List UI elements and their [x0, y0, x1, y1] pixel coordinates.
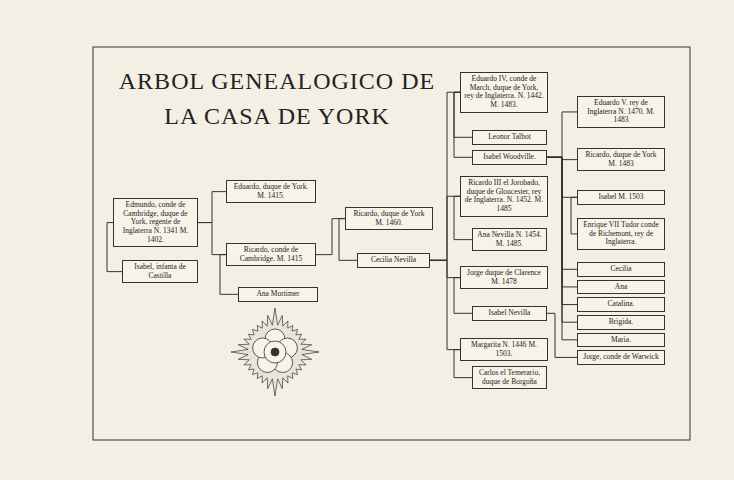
- family-link: [547, 313, 577, 357]
- person-name: Brigida.: [581, 318, 661, 327]
- person-box: Isabel Woodville.: [472, 150, 547, 165]
- person-name: Isabel, infanta de Castilla: [126, 263, 194, 280]
- person-box: Brigida.: [577, 315, 665, 330]
- tudor-rose: [231, 308, 319, 396]
- family-link: [430, 196, 460, 260]
- person-name: Leonor Talbot: [476, 133, 543, 142]
- family-link: [198, 192, 226, 223]
- person-box: Ana Mortimer: [238, 287, 318, 302]
- person-box: Cecilia: [577, 262, 665, 277]
- person-box: Maria.: [577, 333, 665, 348]
- person-box: Ricardo, conde de Cambridge. M. 1415: [226, 243, 316, 266]
- family-link: [430, 260, 460, 277]
- person-name: Isabel M. 1503: [581, 193, 661, 202]
- person-name: Ana: [581, 283, 661, 292]
- person-name: Eduardo V. rey de Inglaterra N. 1470. M.…: [581, 99, 661, 125]
- person-box: Eduardo IV, conde de March, duque de Yor…: [460, 72, 548, 113]
- person-box: Catalina.: [577, 297, 665, 312]
- person-name: Enrique VII Tudor conde de Richemont, re…: [581, 221, 661, 247]
- person-box: Isabel, infanta de Castilla: [122, 260, 198, 283]
- person-box: Jorge duque de Clarence M. 1478: [460, 266, 548, 289]
- person-box: Ricardo, duque de York M. 1483: [577, 148, 665, 171]
- rose-star: [231, 308, 319, 396]
- person-name: Ana Nevilla N. 1454. M. 1485.: [476, 231, 543, 248]
- person-box: Margarita N. 1446 M. 1503.: [460, 338, 548, 361]
- person-name: Eduardo, duque de York. M. 1415.: [230, 183, 312, 200]
- person-name: Ricardo III el Jorobado, duque de Glouce…: [464, 179, 544, 214]
- family-link: [547, 112, 577, 157]
- person-box: Eduardo V. rey de Inglaterra N. 1470. M.…: [577, 96, 665, 128]
- person-name: Jorge duque de Clarence M. 1478: [464, 269, 544, 286]
- person-box: Ana: [577, 280, 665, 295]
- family-link: [198, 223, 226, 255]
- person-name: Ricardo, duque de York M. 1460.: [349, 210, 429, 227]
- person-box: Cecilia Nevilla: [357, 253, 430, 268]
- person-box: Isabel Nevilla: [472, 306, 547, 321]
- person-name: Maria.: [581, 336, 661, 345]
- person-name: Carlos el Temerario, duque de Borgoña: [476, 369, 543, 386]
- person-name: Eduardo IV, conde de March, duque de Yor…: [464, 75, 544, 110]
- person-name: Ricardo, duque de York M. 1483: [581, 151, 661, 168]
- person-box: Carlos el Temerario, duque de Borgoña: [472, 366, 547, 389]
- person-box: Ana Nevilla N. 1454. M. 1485.: [472, 228, 547, 251]
- family-link: [430, 92, 460, 260]
- person-name: Cecilia Nevilla: [361, 256, 426, 265]
- person-box: Eduardo, duque de York. M. 1415.: [226, 180, 316, 203]
- person-name: Margarita N. 1446 M. 1503.: [464, 341, 544, 358]
- frame: [93, 47, 690, 440]
- title: ARBOL GENEALOGICO DE LA CASA DE YORK: [112, 64, 442, 134]
- person-name: Ana Mortimer: [242, 290, 314, 299]
- person-name: Edmundo, conde de Cambridge, duque de Yo…: [117, 201, 194, 244]
- family-link: [316, 219, 345, 255]
- person-name: Catalina.: [581, 300, 661, 309]
- person-name: Isabel Nevilla: [476, 309, 543, 318]
- person-box: Enrique VII Tudor conde de Richemont, re…: [577, 218, 665, 250]
- person-name: Cecilia: [581, 265, 661, 274]
- person-box: Isabel M. 1503: [577, 190, 665, 205]
- person-name: Jorge, conde de Warwick: [581, 353, 661, 362]
- person-box: Ricardo III el Jorobado, duque de Glouce…: [460, 176, 548, 217]
- person-box: Ricardo, duque de York M. 1460.: [345, 207, 433, 230]
- family-link: [547, 157, 577, 340]
- family-link: [430, 260, 460, 349]
- person-box: Leonor Talbot: [472, 130, 547, 145]
- person-box: Edmundo, conde de Cambridge, duque de Yo…: [113, 198, 198, 247]
- person-name: Isabel Woodville.: [476, 153, 543, 162]
- person-name: Ricardo, conde de Cambridge. M. 1415: [230, 246, 312, 263]
- person-box: Jorge, conde de Warwick: [577, 350, 665, 365]
